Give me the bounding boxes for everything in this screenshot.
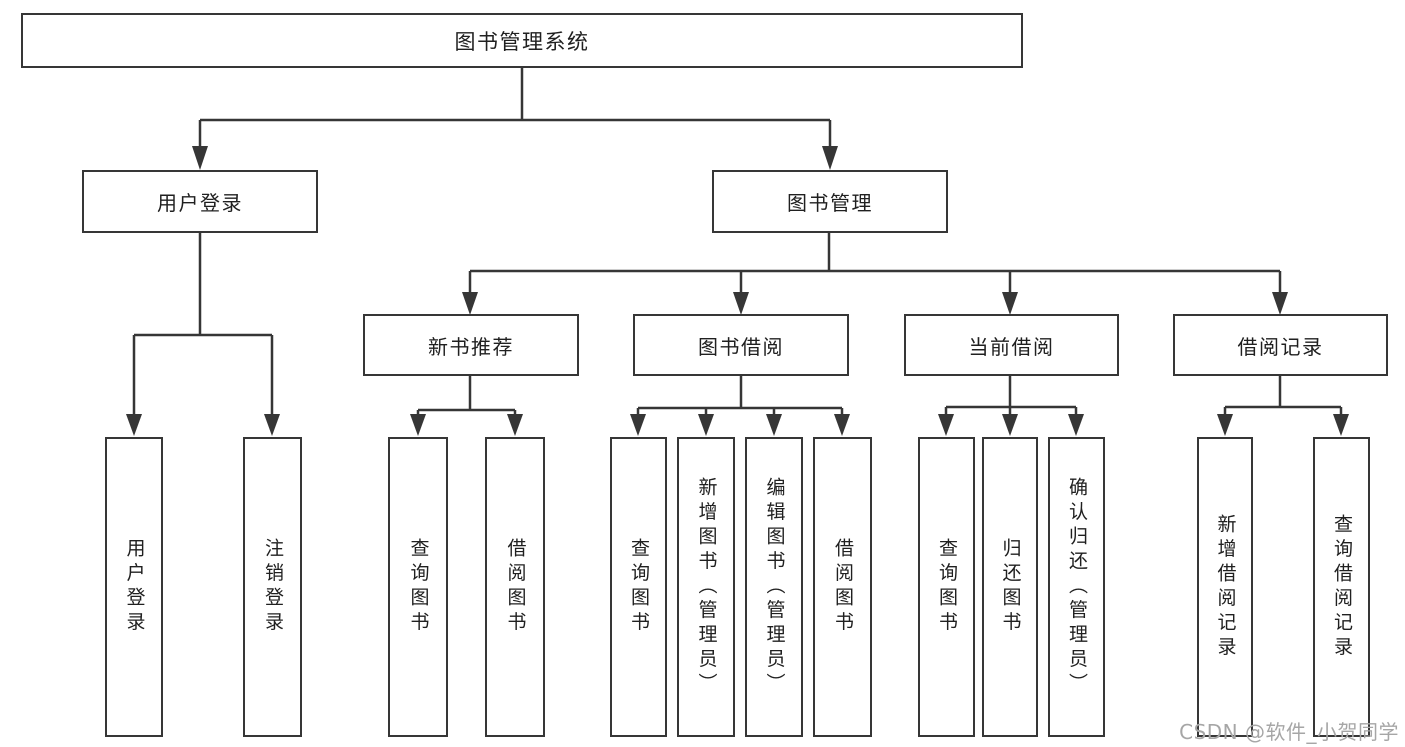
leaf-borrow-books-recommend: 借阅图书	[485, 437, 545, 737]
watermark: CSDN @软件_小贺同学	[1179, 720, 1399, 744]
leaf-edit-book-admin: 编辑图书（管理员）	[745, 437, 803, 737]
leaf-query-books-recommend: 查询图书	[388, 437, 448, 737]
node-new-book-recommend: 新书推荐	[363, 314, 579, 376]
node-current-borrow: 当前借阅	[904, 314, 1119, 376]
leaf-query-books-borrow: 查询图书	[610, 437, 667, 737]
leaf-confirm-return-admin: 确认归还（管理员）	[1048, 437, 1105, 737]
leaf-borrow-books-borrow: 借阅图书	[813, 437, 872, 737]
leaf-add-book-admin: 新增图书（管理员）	[677, 437, 735, 737]
leaf-query-borrow-record: 查询借阅记录	[1313, 437, 1370, 737]
node-book-management: 图书管理	[712, 170, 948, 233]
leaf-user-login: 用户登录	[105, 437, 163, 737]
leaf-query-books-current: 查询图书	[918, 437, 975, 737]
leaf-return-book: 归还图书	[982, 437, 1038, 737]
node-library-system: 图书管理系统	[21, 13, 1023, 68]
leaf-logout: 注销登录	[243, 437, 302, 737]
leaf-add-borrow-record: 新增借阅记录	[1197, 437, 1253, 737]
node-book-borrow: 图书借阅	[633, 314, 849, 376]
node-user-login: 用户登录	[82, 170, 318, 233]
node-borrow-records: 借阅记录	[1173, 314, 1388, 376]
